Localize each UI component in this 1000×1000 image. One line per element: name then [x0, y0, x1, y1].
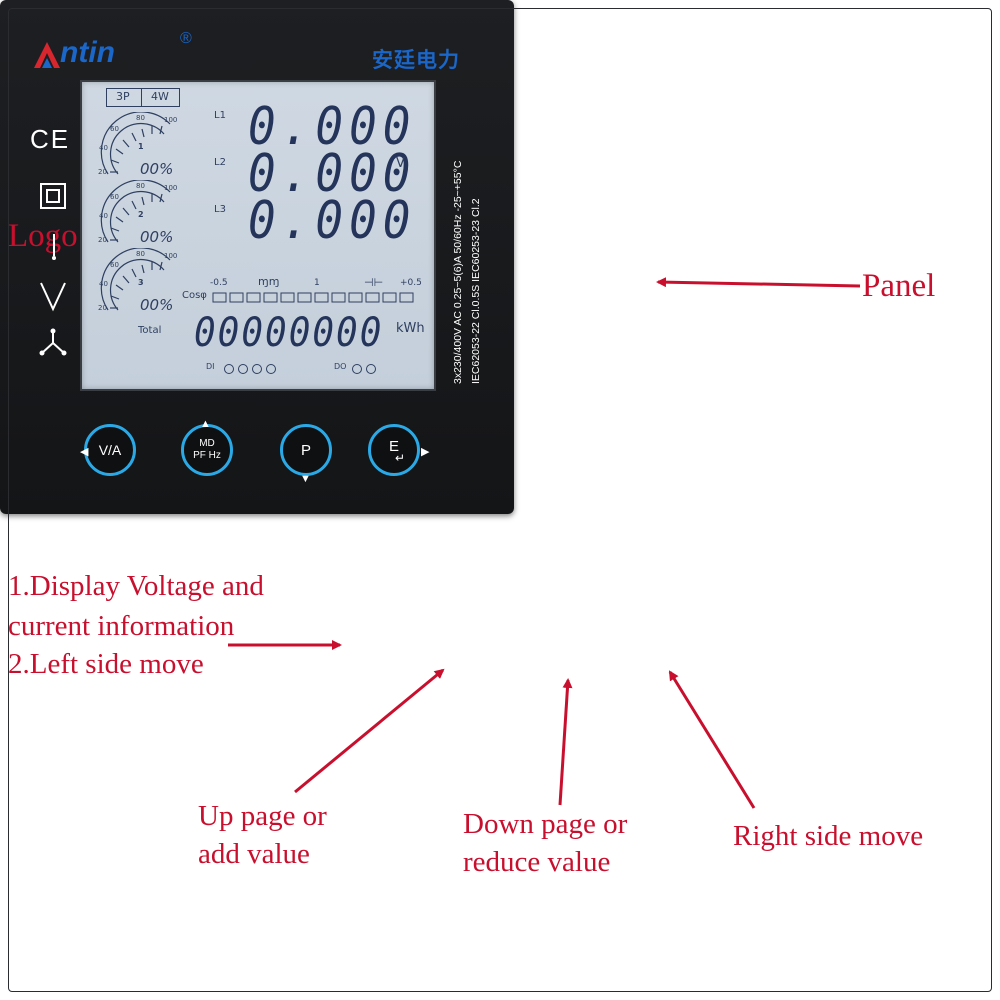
gauge-3-tick-100: 100 [164, 252, 178, 260]
gauge-2-tick-40: 40 [99, 212, 108, 220]
gauge-1-tick-40: 40 [99, 144, 108, 152]
va-annotation-line1: 1.Display Voltage and [8, 570, 264, 602]
pf-hz-button-label: PF Hz [193, 450, 221, 461]
gauge-3: 20 40 60 80 100 3 00% [96, 248, 186, 318]
gauge-1-percent: 00% [140, 160, 174, 178]
gauge-2-tick-60: 60 [110, 193, 119, 201]
lcd-panel: 3P 4W 20 40 60 80 100 1 00% [80, 80, 436, 391]
gauge-3-tick-20: 20 [98, 304, 107, 312]
gauge-3-tick-40: 40 [99, 280, 108, 288]
gauge-2-index: 2 [138, 210, 144, 219]
down-annotation-line1: Down page or [463, 808, 628, 840]
down-arrow-icon: ▼ [300, 473, 311, 485]
gauge-1-index: 1 [138, 142, 144, 151]
left-arrow-icon: ◀ [80, 446, 89, 458]
down-annotation-line2: reduce value [463, 846, 611, 878]
wiring-mode-3p: 3P [116, 90, 130, 103]
brand-chinese-name: 安廷电力 [372, 49, 460, 72]
phase-value-l1: 0.000 [248, 96, 417, 157]
cos-phi-label: Cosφ [182, 290, 207, 301]
cos-phi-bar [212, 292, 414, 303]
enter-button-label: E [388, 437, 399, 455]
total-energy-value: 00000000 [194, 310, 384, 356]
phase-label-l2: L2 [214, 157, 226, 168]
gauge-2-arc [100, 180, 171, 243]
unit-kwh: kWh [396, 321, 425, 336]
right-annotation: Right side move [733, 820, 924, 852]
gauge-2-percent: 00% [140, 228, 174, 246]
up-arrow-icon: ▲ [200, 418, 211, 430]
gauge-1-tick-100: 100 [164, 116, 178, 124]
capacitive-load-icon: ⊣⊢ [364, 276, 384, 289]
digital-input-indicators [224, 361, 288, 374]
ce-mark-icon: CE [30, 124, 71, 154]
enter-button[interactable]: E ↵ [368, 424, 420, 476]
gauge-1-arc [100, 112, 171, 175]
device-bezel [8, 8, 992, 992]
digital-input-label: DI [206, 362, 215, 371]
gauge-3-tick-80: 80 [136, 250, 145, 258]
wiring-mode-4w: 4W [151, 90, 169, 103]
phase-label-l1: L1 [214, 110, 226, 121]
brand-name: ntin [60, 36, 115, 69]
gauge-2-tick-80: 80 [136, 182, 145, 190]
p-button-label: P [300, 441, 311, 459]
cos-scale-left: -0.5 [210, 278, 228, 288]
gauge-1-tick-80: 80 [136, 114, 145, 122]
wiring-mode-box: 3P 4W [106, 88, 180, 107]
spec-text-1: 3x230/400V AC 0.25~5(6)A 50/60Hz -25~+55… [452, 160, 464, 384]
brand-registered-mark: ® [180, 30, 192, 47]
brand-logo: ntin ® [32, 30, 192, 70]
logo-annotation: Logo [8, 218, 78, 254]
gauge-1: 20 40 60 80 100 1 00% [96, 112, 186, 182]
va-annotation-line2: current information [8, 610, 235, 642]
phase-value-l2: 0.000 [248, 143, 417, 204]
up-annotation-line1: Up page or [198, 800, 327, 832]
open-delta-icon [40, 282, 66, 312]
inductive-load-icon: ɱɱ [258, 275, 280, 288]
va-button-label: V/A [98, 442, 122, 458]
gauge-3-percent: 00% [140, 296, 174, 314]
total-label: Total [138, 325, 162, 336]
phase-label-l3: L3 [214, 204, 226, 215]
md-pf-hz-button[interactable]: MD PF Hz [181, 424, 233, 476]
md-button-label: MD [199, 438, 215, 449]
gauge-3-tick-60: 60 [110, 261, 119, 269]
panel-annotation: Panel [862, 268, 936, 304]
gauge-1-tick-60: 60 [110, 125, 119, 133]
unit-volts: V [396, 156, 405, 171]
gauge-2-tick-100: 100 [164, 184, 178, 192]
gauge-1-tick-20: 20 [98, 168, 107, 176]
right-arrow-icon: ▶ [421, 446, 430, 458]
gauge-2: 20 40 60 80 100 2 00% [96, 180, 186, 250]
cos-scale-right: +0.5 [400, 278, 422, 288]
phase-value-l3: 0.000 [248, 190, 417, 251]
up-annotation-line2: add value [198, 838, 310, 870]
gauge-3-index: 3 [138, 278, 144, 287]
va-button[interactable]: V/A [84, 424, 136, 476]
gauge-2-tick-20: 20 [98, 236, 107, 244]
gauge-3-arc [100, 248, 171, 311]
spec-text-2: IEC62053-22 Cl.0.5S IEC60253-23 Cl.2 [470, 198, 482, 384]
star-connection-icon [39, 328, 67, 356]
double-insulation-icon [40, 183, 66, 209]
cos-scale-mid: 1 [314, 278, 320, 288]
va-annotation-line3: 2.Left side move [8, 648, 204, 680]
single-phase-icon [52, 234, 56, 260]
brand-a-icon [34, 42, 60, 68]
p-button[interactable]: P [280, 424, 332, 476]
enter-return-icon: ↵ [395, 451, 406, 465]
digital-output-label: DO [334, 362, 347, 371]
digital-output-indicators [352, 361, 384, 374]
